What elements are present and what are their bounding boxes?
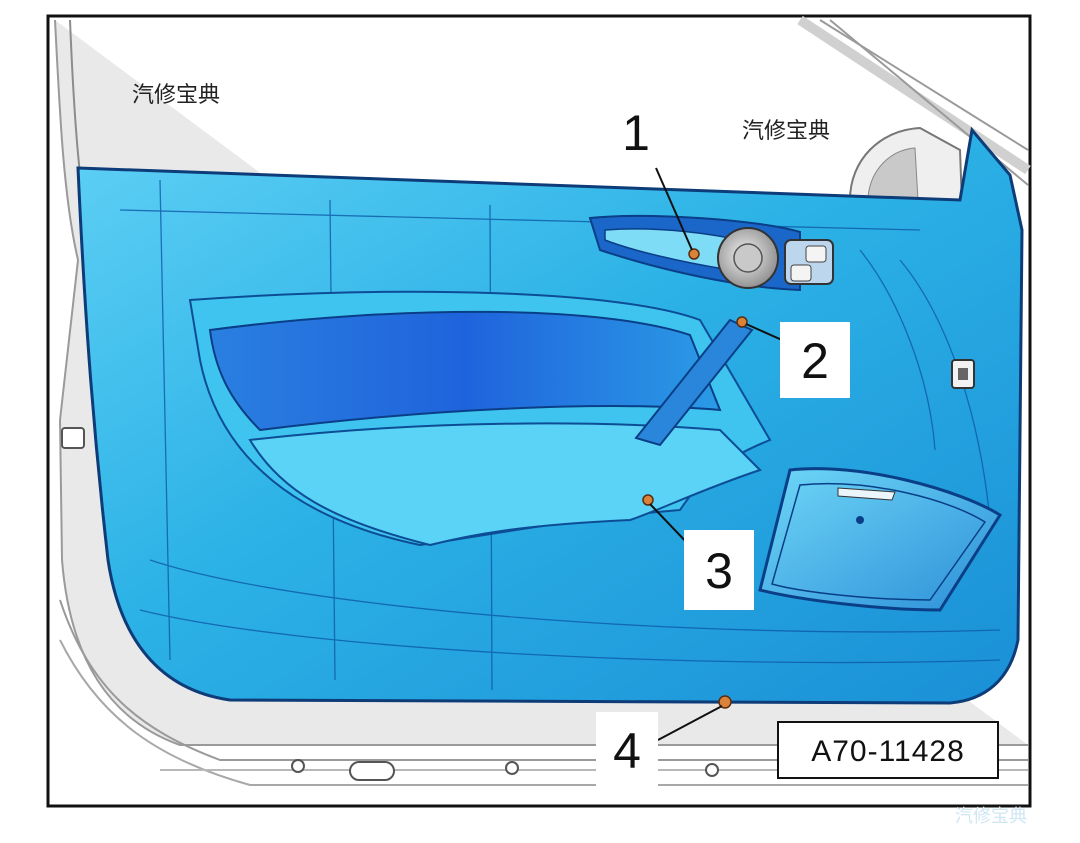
screw-4 <box>718 695 732 709</box>
sill-holes <box>61 427 719 781</box>
reference-code: A70-11428 <box>811 735 965 768</box>
screw-2 <box>736 316 748 328</box>
callout-4: 4 <box>613 723 641 779</box>
callout-2: 2 <box>801 333 829 389</box>
screw-3 <box>642 494 654 506</box>
door-trim-panel <box>76 126 1024 705</box>
mirror-housing <box>848 126 964 207</box>
lock-switches <box>784 239 834 285</box>
corner-watermark: 汽修宝典 <box>955 806 1027 827</box>
screw-markers <box>642 248 748 709</box>
watermark-left: 汽修宝典 <box>132 83 220 108</box>
speaker-grille <box>758 467 1003 612</box>
screw-1 <box>688 248 700 260</box>
reference-box <box>777 721 999 779</box>
callout-3: 3 <box>705 543 733 599</box>
watermark-right: 汽修宝典 <box>742 119 830 144</box>
callout-1: 1 <box>622 105 650 161</box>
